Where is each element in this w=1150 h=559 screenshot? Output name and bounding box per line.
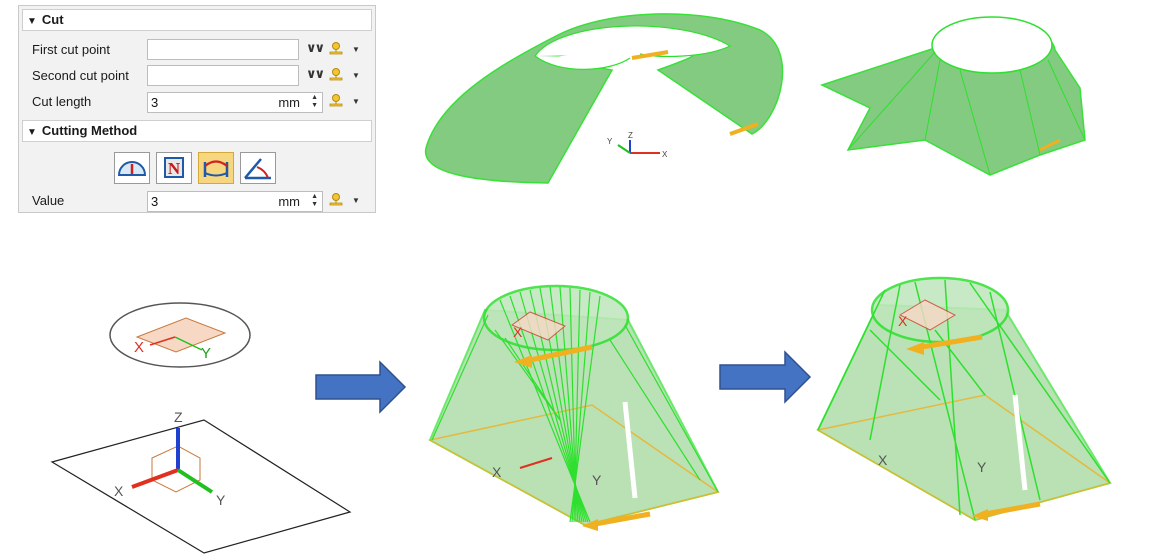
faceted-sheet-model [819,16,1086,176]
n-letter: N [168,159,181,178]
plane-z-label: Z [174,409,183,425]
property-panel: ▼ Cut First cut point ∨∨ ▼ Second cut poi… [18,5,376,213]
frustum2-y-label: Y [977,459,987,475]
badge-x-label: X [134,339,144,356]
frustum-sparse-model: X X Y [815,276,1112,522]
n-method-icon: N [164,157,184,178]
cut-length-unit: mm [278,95,300,110]
frustum1-x-label: X [513,324,523,340]
angle-method-icon [117,161,147,176]
small-axis-triad: X Z Y [607,131,668,159]
value-number: 3 [151,194,159,209]
second-cut-point-label: Second cut point [32,68,129,83]
second-cut-point-field[interactable] [147,65,299,86]
pick-point-icon[interactable] [328,93,344,109]
chord-method-button[interactable] [240,152,276,184]
pick-dropdown-icon[interactable]: ▼ [352,97,360,106]
small-y-label: Y [607,137,613,146]
reference-plane: Z X Y [50,409,352,554]
chord-method-icon [244,158,271,180]
plane-x-label: X [114,483,124,499]
value-field[interactable]: 3 mm ▲▼ [147,191,323,212]
badge-y-label: Y [201,345,211,362]
cut-length-label: Cut length [32,94,92,109]
cut-section-header[interactable]: ▼ Cut [22,9,372,31]
first-cut-point-label: First cut point [32,42,111,57]
pick-dropdown-icon[interactable]: ▼ [352,45,360,54]
angle-method-button[interactable] [114,152,150,184]
arc-length-method-button[interactable] [198,152,234,184]
pick-dropdown-icon[interactable]: ▼ [352,71,360,80]
unrolled-sheet-model [425,13,784,184]
frustum2-x2-label: X [878,452,888,468]
flow-arrow-1-icon [315,360,407,414]
frustum2-x-label: X [898,313,908,329]
n-method-button[interactable]: N [156,152,192,184]
pick-dropdown-icon[interactable]: ▼ [352,196,360,205]
pick-point-icon[interactable] [328,192,344,208]
flow-arrow-2-icon [719,350,812,404]
first-cut-point-field[interactable] [147,39,299,60]
spinner-icon[interactable]: ▲▼ [311,193,318,208]
cut-length-field[interactable]: 3 mm ▲▼ [147,92,323,113]
frustum-dense-model: X X Y [427,284,720,531]
frustum1-x2-label: X [492,464,502,480]
pick-point-icon[interactable] [328,41,344,57]
spinner-icon[interactable]: ▲▼ [311,94,318,109]
collapse-triangle-icon[interactable]: ▼ [27,16,37,27]
double-chevron-down-icon[interactable]: ∨∨ [306,40,325,55]
pick-point-icon[interactable] [328,67,344,83]
cutting-method-title: Cutting Method [41,123,138,138]
cut-section-title: Cut [41,12,64,27]
value-label: Value [32,193,65,208]
small-x-label: X [662,150,668,159]
double-chevron-down-icon[interactable]: ∨∨ [306,66,325,81]
plane-y-label: Y [216,492,226,508]
collapse-triangle-icon[interactable]: ▼ [27,127,37,138]
arc-length-method-icon [203,160,229,177]
value-unit: mm [278,194,300,209]
frustum1-y-label: Y [592,472,602,488]
cut-length-value: 3 [151,95,159,110]
workplane-badge: X Y [109,302,251,368]
small-z-label: Z [628,131,633,140]
cutting-method-section-header[interactable]: ▼ Cutting Method [22,120,372,142]
